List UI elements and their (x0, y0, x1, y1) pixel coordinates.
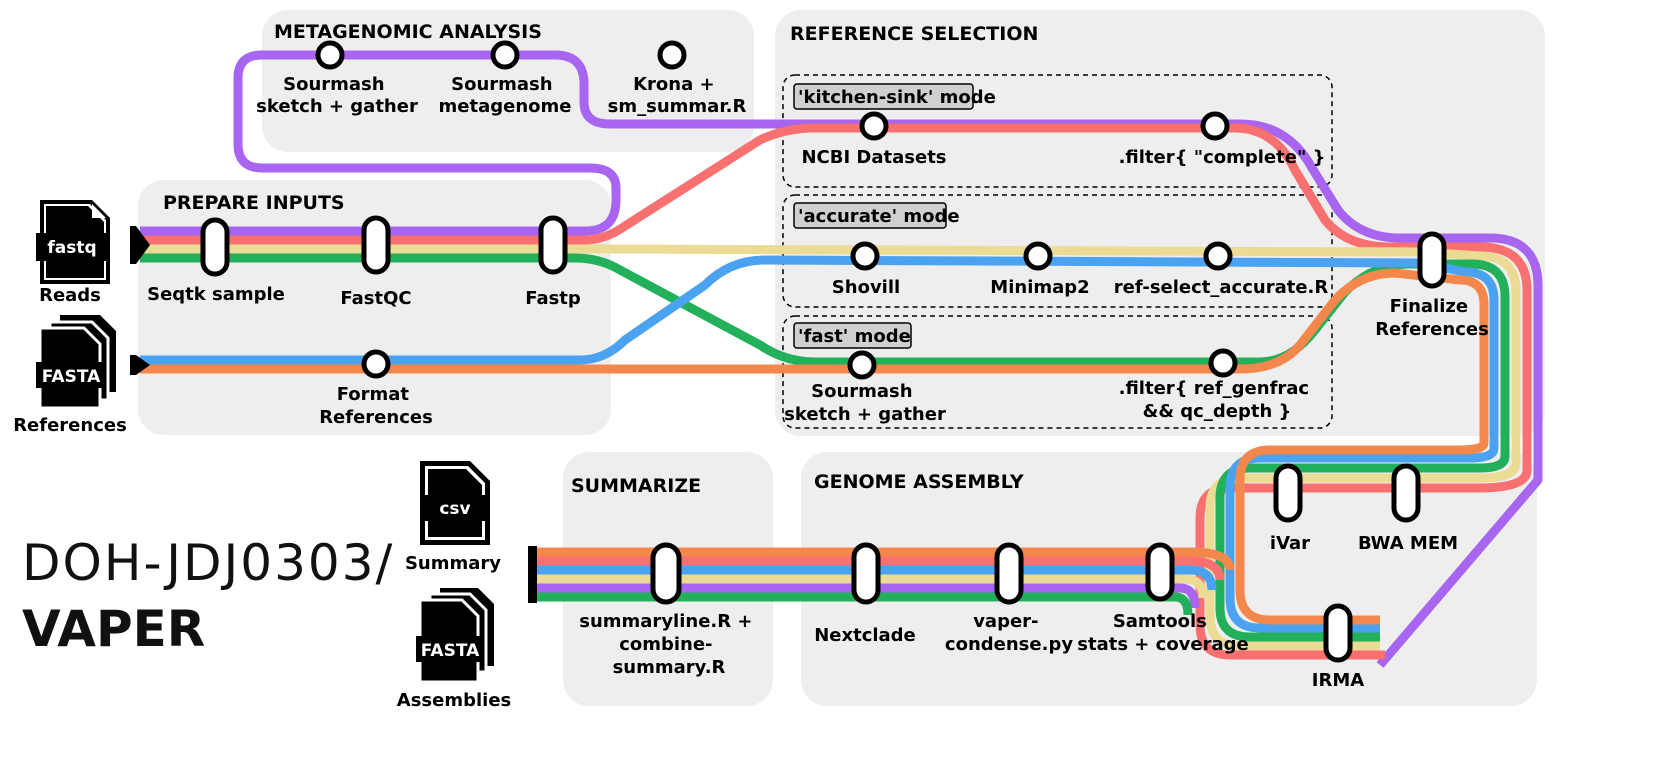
station-sourmash-gather-meta (315, 40, 345, 70)
references-terminal (130, 355, 136, 375)
reads-label: Reads (39, 285, 101, 306)
label-finalize: Finalize References (1375, 296, 1489, 340)
assemblies-label: Assemblies (397, 690, 511, 711)
station-shovill (850, 241, 880, 271)
accurate-mode-tag (793, 202, 947, 229)
fast-mode-label: 'fast' mode (798, 326, 911, 347)
references-file-icon: FASTA (36, 315, 116, 410)
label-filter-complete: .filter{ "complete" } (1119, 147, 1326, 168)
reads-arrow (136, 226, 150, 264)
mode-boxes: 'kitchen-sink' mode 'accurate' mode 'fas… (782, 74, 1333, 429)
metro-lines (140, 50, 1543, 668)
line-red (140, 123, 1532, 660)
station-minimap2 (1023, 241, 1053, 271)
label-minimap2: Minimap2 (990, 277, 1089, 298)
label-vaper-condense: vaper- condense.py (945, 611, 1073, 655)
summary-terminal (528, 546, 537, 603)
station-fastqc (361, 215, 391, 275)
fast-mode-tag (793, 322, 912, 349)
station-bwa (1391, 463, 1421, 523)
label-ncbi: NCBI Datasets (801, 147, 946, 168)
trunk-blue (536, 565, 1217, 591)
label-ivar: iVar (1270, 533, 1310, 554)
label-irma: IRMA (1312, 670, 1364, 691)
station-finalize (1417, 231, 1447, 289)
fast-mode-box (782, 315, 1333, 429)
label-nextclade: Nextclade (814, 625, 916, 646)
brand-name: VAPER (22, 600, 205, 658)
section-title-summarize: SUMMARIZE (571, 475, 701, 497)
reads-terminal (130, 226, 136, 264)
station-krona (657, 40, 687, 70)
panel-metagenomic (262, 10, 754, 152)
label-sourmash-gather-meta: Sourmash sketch + gather (256, 74, 418, 117)
references-arrow (136, 355, 150, 375)
station-format-references (361, 349, 391, 379)
station-samtools (1145, 542, 1175, 602)
assemblies-file-tag: FASTA (421, 641, 480, 661)
section-title-metagenomic: METAGENOMIC ANALYSIS (274, 21, 542, 43)
station-ncbi (859, 111, 889, 141)
station-fastp (538, 215, 568, 275)
section-title-prepare: PREPARE INPUTS (163, 192, 345, 214)
station-sourmash-metagenome (490, 40, 520, 70)
assemblies-file-icon: FASTA (416, 588, 494, 684)
station-ivar (1273, 463, 1303, 523)
stations (200, 40, 1447, 663)
trunk-green (536, 592, 1193, 616)
station-filter-genfrac (1208, 348, 1238, 378)
station-vaper-condense (994, 542, 1024, 605)
trunk-yellow (536, 574, 1208, 599)
label-samtools: Samtools stats + coverage (1077, 611, 1249, 655)
trunk-purple (536, 583, 1200, 609)
station-nextclade (851, 542, 881, 605)
summary-file-icon: csv (420, 461, 490, 545)
label-fastp: Fastp (525, 288, 581, 309)
station-seqtk (200, 217, 230, 277)
station-summaryline (650, 542, 682, 605)
label-krona: Krona + sm_summar.R (608, 74, 747, 117)
reads-file-icon: fastq (36, 200, 110, 284)
kitchen-sink-mode-box (782, 74, 1333, 188)
station-ref-select (1203, 241, 1233, 271)
references-label: References (13, 415, 127, 436)
label-sourmash-fast: Sourmash sketch + gather (784, 381, 946, 425)
summary-label: Summary (405, 553, 501, 574)
label-fastqc: FastQC (340, 288, 411, 309)
label-format-references: Format References (319, 384, 433, 428)
accurate-mode-label: 'accurate' mode (798, 206, 960, 227)
label-shovill: Shovill (832, 277, 900, 298)
panel-reference-selection (775, 10, 1545, 436)
line-purple (140, 50, 1543, 668)
reads-file-tag: fastq (47, 238, 96, 258)
trunk-orange (536, 547, 1235, 571)
assembly-trunk (536, 547, 1235, 616)
section-title-reference: REFERENCE SELECTION (790, 23, 1038, 45)
trunk-red (536, 556, 1225, 581)
section-title-assembly: GENOME ASSEMBLY (814, 471, 1024, 493)
summary-file-tag: csv (439, 499, 470, 519)
label-seqtk: Seqtk sample (147, 284, 285, 305)
kitchen-sink-mode-label: 'kitchen-sink' mode (798, 87, 996, 108)
label-bwa: BWA MEM (1358, 533, 1458, 554)
brand-org: DOH-JDJ0303/ (22, 534, 394, 592)
label-summaryline: summaryline.R + combine- summary.R (579, 611, 759, 678)
kitchen-sink-mode-tag (793, 83, 974, 110)
label-sourmash-metagenome: Sourmash metagenome (439, 74, 572, 117)
station-filter-complete (1200, 111, 1230, 141)
station-irma (1323, 603, 1353, 663)
line-orange (140, 268, 1489, 625)
references-file-tag: FASTA (42, 367, 101, 387)
station-sourmash-fast (847, 350, 877, 380)
label-ref-select: ref-select_accurate.R (1114, 277, 1329, 298)
line-yellow (140, 244, 1521, 651)
line-blue (140, 255, 1499, 633)
station-labels: Sourmash sketch + gather Sourmash metage… (147, 74, 1489, 691)
terminals (130, 226, 537, 603)
label-filter-genfrac: .filter{ ref_genfrac && qc_depth } (1119, 378, 1316, 422)
